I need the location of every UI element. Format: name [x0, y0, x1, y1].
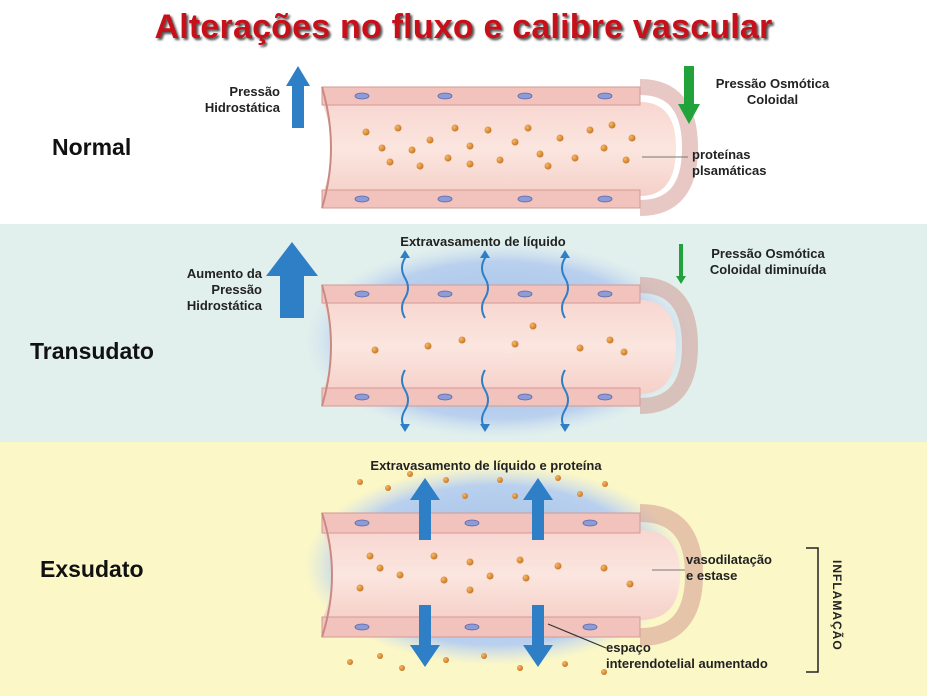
- plasma-proteins-label: proteínas plsamáticas: [692, 147, 767, 178]
- plasma-proteins: [347, 121, 636, 675]
- inflammation-label: INFLAMAÇÃO: [830, 560, 844, 651]
- increased-hydrostatic-arrow-up-icon: [266, 242, 318, 318]
- page-title: Alterações no fluxo e calibre vascular: [154, 8, 773, 46]
- hydrostatic-arrow-up-icon: [286, 66, 310, 128]
- exudate-protein-arrows: [410, 478, 553, 667]
- decreased-osmotic-label: Pressão Osmótica Coloidal diminuída: [709, 246, 827, 277]
- endothelial-nuclei: [354, 92, 613, 631]
- vessel-normal: [321, 79, 699, 216]
- fluid-leak-label: Extravasamento de líquido: [400, 234, 566, 249]
- vasodilation-label: vasodilatação e estase: [686, 552, 772, 583]
- interendothelial-gap-label: espaço interendotelial aumentado: [606, 640, 768, 671]
- vessel-transudate: [321, 277, 699, 414]
- row-label-exudate: Exsudato: [40, 556, 144, 582]
- hydrostatic-pressure-label: Pressão Hidrostática: [204, 84, 280, 115]
- row-label-normal: Normal: [52, 134, 132, 160]
- gap-pointer: [547, 623, 607, 649]
- vessel-exudate: [321, 504, 704, 646]
- decreased-osmotic-arrow-down-icon: [676, 244, 686, 284]
- fluid-leak-arrowheads: [400, 250, 570, 432]
- osmotic-arrow-down-icon: [678, 66, 700, 124]
- osmotic-pressure-label: Pressão Osmótica Coloidal: [715, 76, 830, 107]
- inflammation-bracket: [806, 547, 819, 673]
- fluid-protein-leak-label: Extravasamento de líquido e proteína: [370, 458, 602, 473]
- fluid-leak-arrows: [401, 252, 569, 429]
- row-label-transudate: Transudato: [30, 338, 154, 364]
- increased-hydrostatic-label: Aumento da Pressão Hidrostática: [186, 266, 262, 313]
